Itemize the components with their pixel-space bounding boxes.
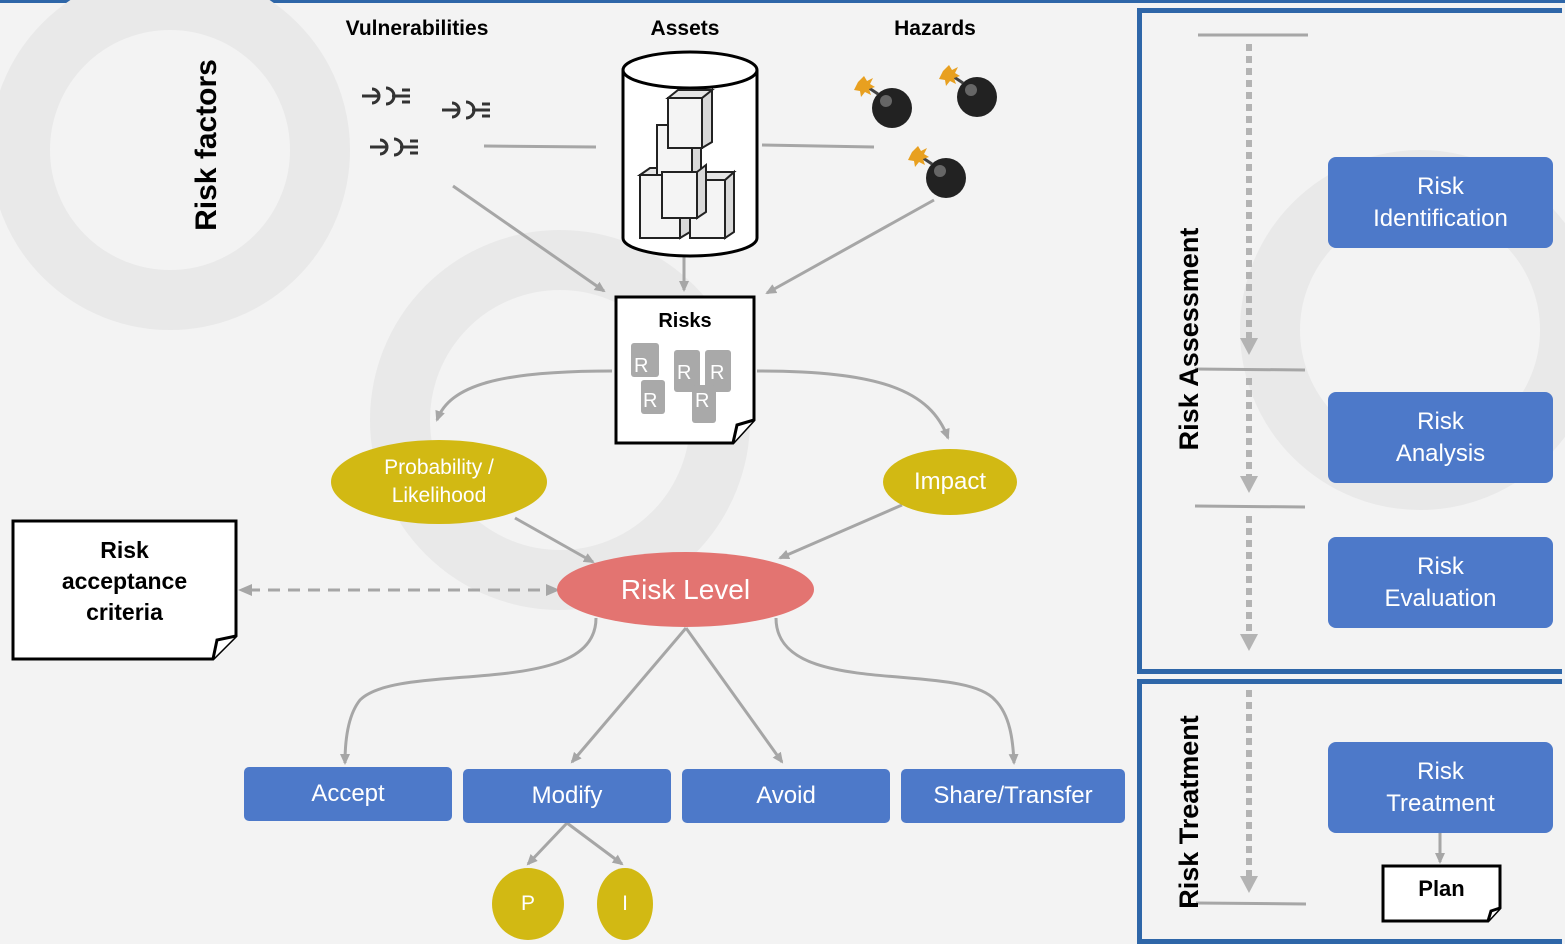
bomb-icon: [908, 146, 966, 198]
risk-assessment-panel: [1137, 8, 1562, 674]
assets-header: Assets: [650, 17, 720, 40]
bomb-icon: [939, 65, 997, 117]
risk-level-ellipse: Risk Level: [557, 552, 814, 627]
bomb-icon: [854, 76, 912, 128]
risk-identification-box: Risk Identification: [1328, 157, 1553, 248]
probability-likelihood-ellipse: Probability / Likelihood: [331, 440, 547, 524]
risk-token: R: [695, 390, 710, 412]
modify-option: Modify: [463, 769, 671, 823]
analysis-line1: Risk: [1417, 407, 1464, 435]
top-accent-bar: [0, 0, 1565, 3]
evaluation-line2: Evaluation: [1384, 584, 1497, 612]
risk-evaluation-box: Risk Evaluation: [1328, 537, 1553, 628]
probability-line1: Probability /: [384, 456, 494, 479]
risk-token: R: [643, 390, 658, 412]
vulnerabilities-header: Vulnerabilities: [345, 17, 489, 40]
treatment-line2: Treatment: [1386, 789, 1495, 817]
risks-title: Risks: [658, 310, 712, 332]
risk-treatment-box: Risk Treatment: [1328, 742, 1553, 833]
plan-label: Plan: [1418, 876, 1465, 901]
risk-token: R: [677, 362, 692, 384]
risk-token: R: [710, 362, 725, 384]
avoid-option: Avoid: [682, 769, 890, 823]
probability-line2: Likelihood: [391, 484, 487, 507]
hazards-header: Hazards: [894, 17, 976, 40]
share-transfer-option: Share/Transfer: [901, 769, 1125, 823]
acceptance-criteria-label: Risk acceptance criteria: [13, 535, 236, 628]
accept-option: Accept: [244, 767, 452, 821]
risk-analysis-box: Risk Analysis: [1328, 392, 1553, 483]
acceptance-line2: acceptance: [61, 568, 188, 594]
modify-p-circle: P: [492, 868, 564, 940]
identification-line1: Risk: [1417, 172, 1464, 200]
acceptance-line1: Risk: [100, 537, 149, 563]
acceptance-line3: criteria: [86, 599, 163, 625]
impact-ellipse: Impact: [883, 449, 1017, 515]
evaluation-line1: Risk: [1417, 552, 1464, 580]
identification-line2: Identification: [1373, 204, 1508, 232]
analysis-line2: Analysis: [1395, 439, 1486, 467]
treatment-line1: Risk: [1417, 757, 1464, 785]
risk-token: R: [634, 355, 649, 377]
modify-i-circle: I: [597, 868, 653, 940]
